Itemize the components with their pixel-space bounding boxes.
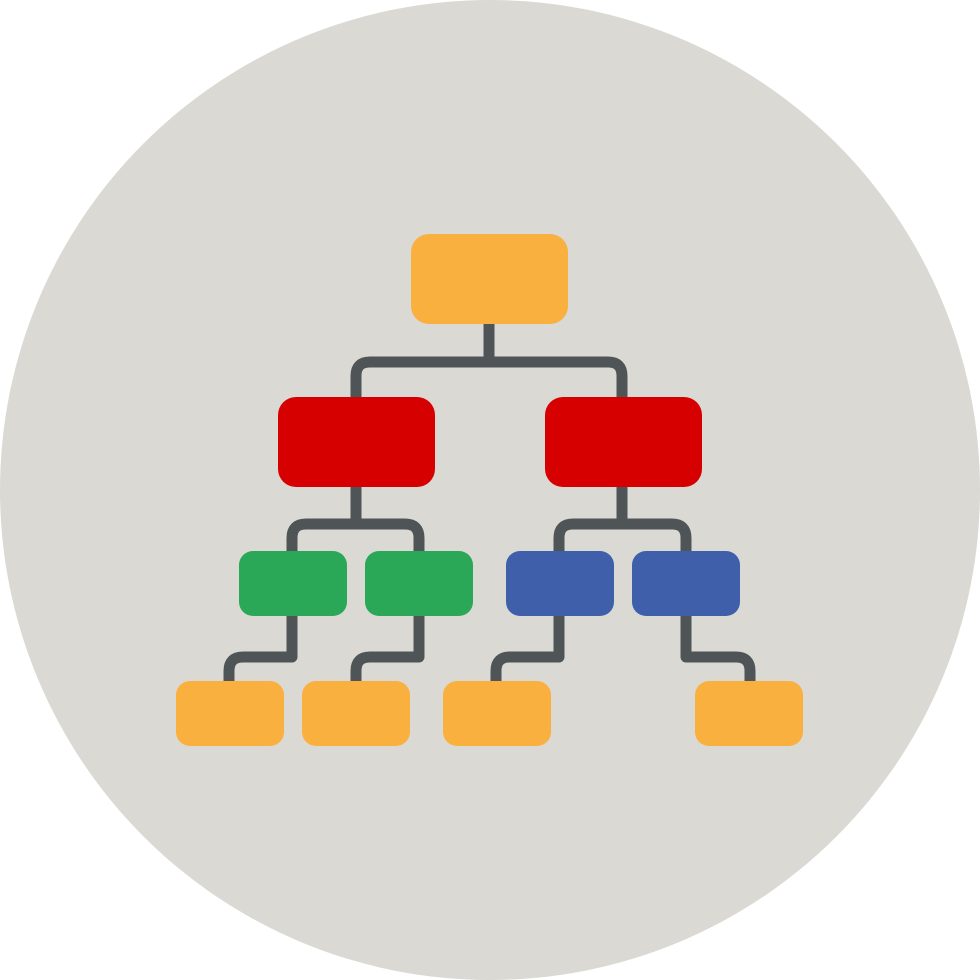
leaf-node-4 xyxy=(695,681,803,746)
connector-left-a xyxy=(286,518,362,562)
leaf-node-3 xyxy=(443,681,551,746)
connector-left-b xyxy=(350,518,425,562)
root-node xyxy=(411,234,568,324)
level2-node-left xyxy=(278,397,435,487)
level3-node-4 xyxy=(632,551,740,616)
leaf-node-2 xyxy=(302,681,410,746)
connector-leaf-1 xyxy=(223,606,298,691)
connector-right-a xyxy=(553,518,628,562)
connector-leaf-4 xyxy=(680,606,756,691)
leaf-node-1 xyxy=(176,681,284,746)
connector-root-left xyxy=(350,356,495,406)
level3-node-2 xyxy=(365,551,473,616)
connector-right-b xyxy=(616,518,692,562)
level3-node-3 xyxy=(506,551,614,616)
connector-leaf-3 xyxy=(490,606,565,691)
connector-leaf-2 xyxy=(350,606,425,691)
connector-root-right xyxy=(483,356,628,406)
level2-node-right xyxy=(545,397,702,487)
level3-node-1 xyxy=(239,551,347,616)
connector-lines xyxy=(223,316,756,691)
